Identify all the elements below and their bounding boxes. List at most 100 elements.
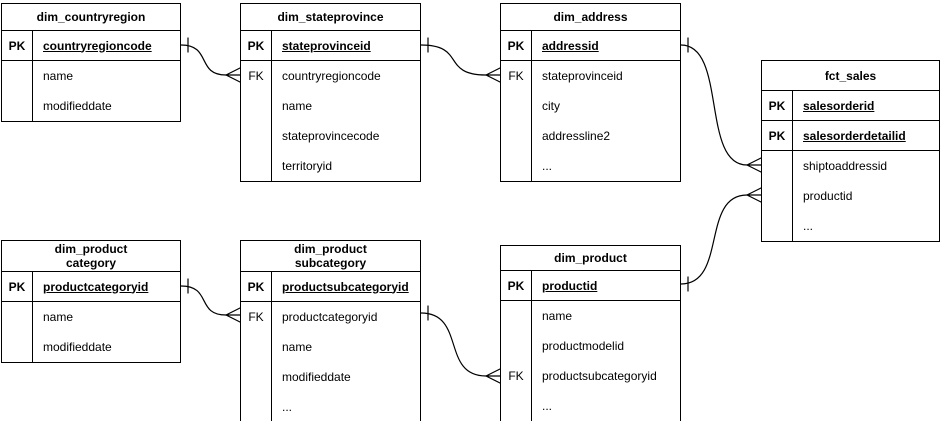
key-cell	[501, 91, 532, 121]
relationship-stateprovince-address	[420, 37, 501, 83]
attr-row: name	[2, 61, 180, 91]
table-dim-stateprovince: dim_stateprovince PK stateprovinceid FK …	[240, 3, 421, 182]
key-cell: PK	[762, 91, 793, 120]
pk-row: PK addressid	[501, 31, 680, 61]
crowsfoot-marker	[225, 67, 241, 83]
attr-row: FK countryregioncode	[241, 61, 420, 91]
field-name: territoryid	[282, 159, 333, 173]
field-name: salesorderdetailid	[803, 128, 906, 143]
attr-row: name	[2, 302, 180, 332]
key-cell	[241, 362, 272, 392]
key-cell	[2, 302, 33, 332]
field-name: modifieddate	[43, 340, 112, 354]
key-cell: PK	[762, 121, 793, 150]
field-name: modifieddate	[282, 370, 351, 384]
table-title: dim_product category	[2, 241, 180, 272]
key-cell	[2, 332, 33, 362]
key-cell: PK	[241, 272, 272, 301]
table-title: dim_countryregion	[2, 4, 180, 31]
key-cell	[241, 121, 272, 151]
key-cell: PK	[501, 271, 532, 300]
field-name: addressid	[542, 38, 599, 53]
key-cell: FK	[501, 61, 532, 91]
field-name: name	[43, 310, 74, 324]
key-cell	[2, 61, 33, 91]
attr-row: FK productcategoryid	[241, 302, 420, 332]
key-cell: FK	[241, 302, 272, 332]
field-name: modifieddate	[43, 99, 112, 113]
pk-row: PK salesorderdetailid	[762, 121, 939, 151]
crowsfoot-marker	[225, 307, 241, 323]
table-dim-product: dim_product PK productid name productmod…	[500, 245, 681, 421]
key-cell	[241, 151, 272, 181]
field-name: city	[542, 99, 560, 113]
field-name: name	[282, 340, 313, 354]
key-cell	[241, 392, 272, 421]
field-name: ...	[803, 219, 814, 233]
key-cell: FK	[241, 61, 272, 91]
table-title: dim_product	[501, 246, 680, 271]
edge-line	[420, 312, 487, 377]
table-title: dim_address	[501, 4, 680, 31]
attr-row: stateprovincecode	[241, 121, 420, 151]
key-cell	[762, 181, 793, 211]
field-name: ...	[542, 159, 553, 173]
field-name: stateprovinceid	[542, 69, 623, 83]
field-name: name	[542, 309, 573, 323]
attr-row: ...	[501, 151, 680, 181]
attr-row: ...	[762, 211, 939, 241]
key-cell: PK	[2, 31, 33, 60]
key-cell: PK	[241, 31, 272, 60]
field-name: stateprovincecode	[282, 129, 380, 143]
attr-row: FK productsubcategoryid	[501, 361, 680, 391]
field-name: productsubcategoryid	[282, 279, 409, 294]
field-name: ...	[282, 400, 293, 414]
table-dim-countryregion: dim_countryregion PK countryregioncode n…	[1, 3, 181, 122]
attr-row: ...	[241, 392, 420, 421]
pk-row: PK productid	[501, 271, 680, 301]
edge-line	[180, 44, 227, 76]
key-cell	[241, 332, 272, 362]
table-title: dim_stateprovince	[241, 4, 420, 31]
field-name: productcategoryid	[282, 310, 378, 324]
field-name: shiptoaddressid	[803, 159, 888, 173]
key-cell	[501, 301, 532, 331]
edge-line	[680, 194, 748, 285]
field-name: productid	[542, 278, 598, 293]
crowsfoot-marker	[746, 187, 762, 203]
attr-row: FK stateprovinceid	[501, 61, 680, 91]
key-cell	[501, 331, 532, 361]
attr-row: name	[241, 332, 420, 362]
key-cell	[2, 91, 33, 121]
key-cell	[762, 211, 793, 241]
relationship-subcategory-product	[420, 305, 501, 384]
attr-row: modifieddate	[2, 332, 180, 362]
field-name: countryregioncode	[282, 69, 381, 83]
edge-line	[420, 44, 487, 76]
attr-row: modifieddate	[241, 362, 420, 392]
crowsfoot-marker	[485, 67, 501, 83]
edge-line	[680, 44, 748, 166]
field-name: salesorderid	[803, 98, 875, 113]
field-name: addressline2	[542, 129, 611, 143]
edge-line	[180, 285, 227, 316]
attr-row: ...	[501, 391, 680, 421]
table-dim-address: dim_address PK addressid FK stateprovinc…	[500, 3, 681, 182]
pk-row: PK productcategoryid	[2, 272, 180, 302]
key-cell: FK	[501, 361, 532, 391]
relationship-product-fctsales	[680, 187, 762, 292]
attr-row: name	[241, 91, 420, 121]
attr-row: name	[501, 301, 680, 331]
table-title: fct_sales	[762, 61, 939, 91]
relationship-address-fctsales	[680, 37, 762, 173]
attr-row: addressline2	[501, 121, 680, 151]
relationship-countryregion-stateprovince	[180, 37, 241, 83]
key-cell	[501, 151, 532, 181]
field-name: productmodelid	[542, 339, 625, 353]
pk-row: PK salesorderid	[762, 91, 939, 121]
pk-row: PK productsubcategoryid	[241, 272, 420, 302]
key-cell	[762, 151, 793, 181]
pk-row: PK countryregioncode	[2, 31, 180, 61]
field-name: productsubcategoryid	[542, 369, 657, 383]
attr-row: productmodelid	[501, 331, 680, 361]
